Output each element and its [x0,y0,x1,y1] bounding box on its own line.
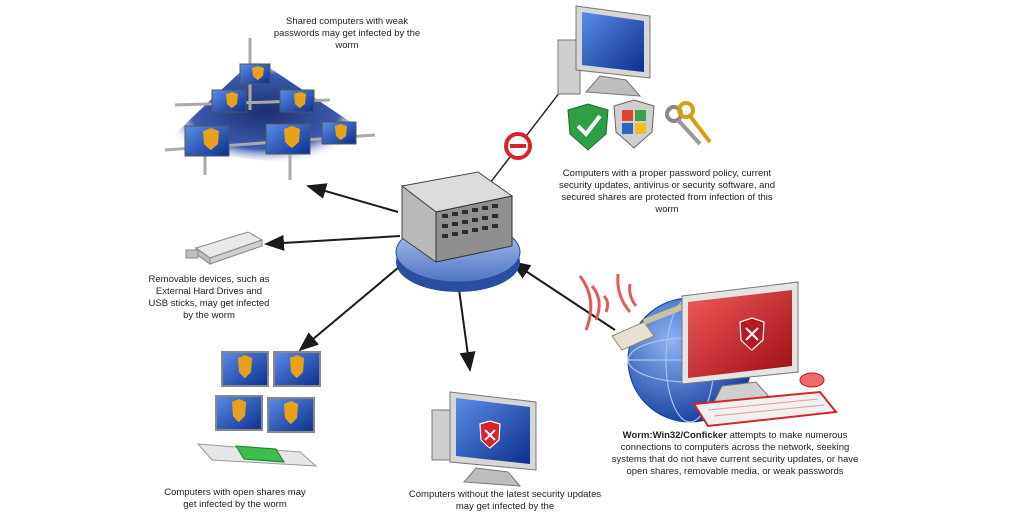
monitor-shield-icon [273,351,321,387]
monitor-shield-icon [184,125,230,157]
arrow-from-worm [510,260,616,331]
no-entry-icon [504,132,532,160]
usb-stick-icon [185,231,264,265]
windows-shield-icon [613,99,655,149]
label-shared-computers: Shared computers with weak passwords may… [273,16,421,51]
monitor-shield-icon [239,63,271,85]
protected-computer [557,5,651,97]
infected-monitor [681,281,799,403]
label-removable-devices: Removable devices, such as External Hard… [148,274,270,321]
monitor-shield-icon [265,123,311,155]
monitor-shield-icon [221,351,269,387]
worm-name: Worm:Win32/Conficker [622,430,727,441]
keyboard-icon [692,390,838,428]
server-icon [400,171,514,263]
monitor-shield-icon [279,89,315,113]
signal-waves-icon [578,273,638,331]
worm-description-text: attempts to make numerous connections to… [611,430,859,477]
shield-check-icon [567,103,609,151]
worm-attacker [578,273,838,428]
monitor-shield-icon [267,397,315,433]
label-worm-description: Worm:Win32/Conficker attempts to make nu… [610,430,860,478]
monitor-shield-icon [215,395,263,431]
label-open-shares: Computers with open shares may get infec… [164,487,306,510]
arrow-to-removable [264,234,401,251]
keys-icon [665,101,712,146]
label-no-updates: Computers without the latest security up… [408,489,602,512]
arrow-to-openshares [298,261,406,352]
label-protected-computers: Computers with a proper password policy,… [559,168,775,215]
arrow-to-noupdates [457,281,476,372]
shared-computers-network [160,38,376,180]
central-server [395,171,521,292]
arrow-to-shared [306,183,399,213]
open-shares-computers [196,351,321,467]
monitor-shield-icon [211,89,247,113]
monitor-shield-icon [321,121,357,145]
mouse-icon [799,372,825,388]
unpatched-computer [431,391,537,487]
